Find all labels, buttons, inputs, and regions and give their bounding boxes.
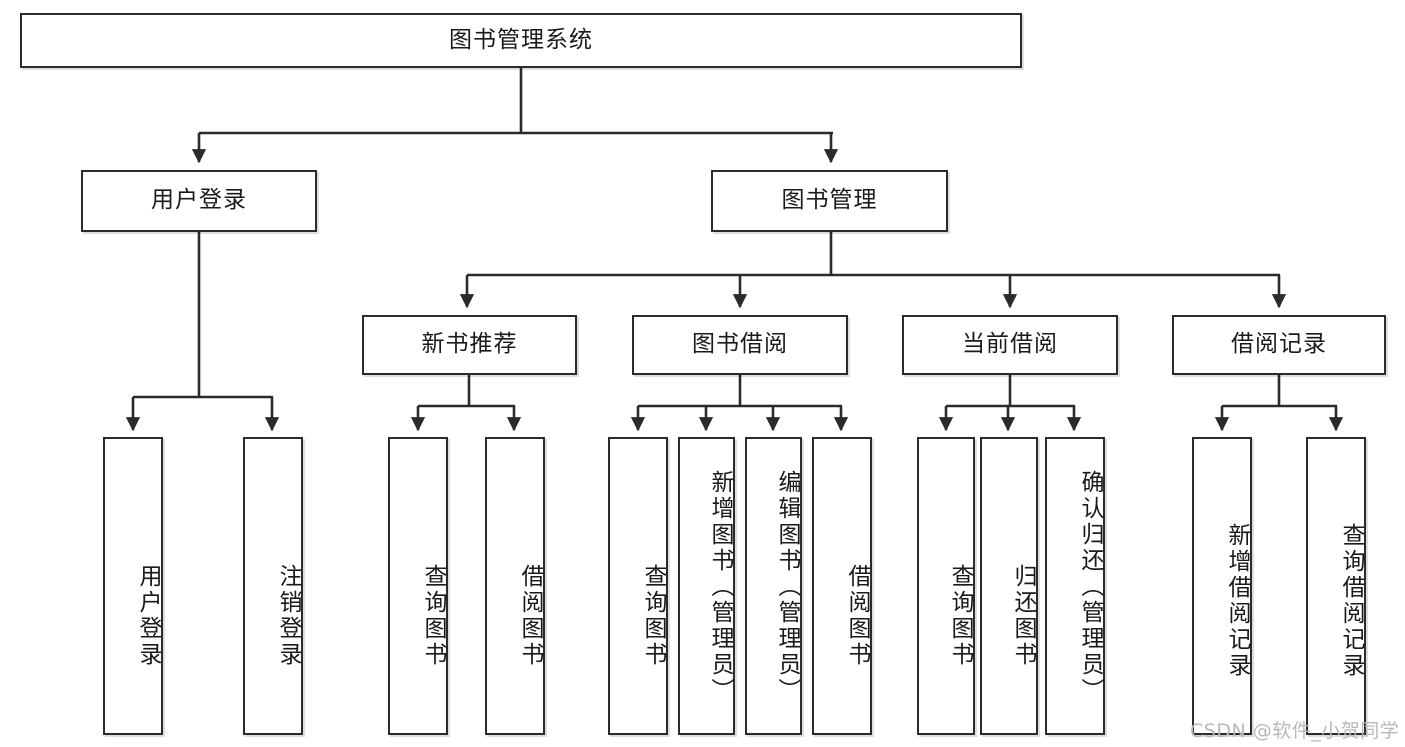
leaf-user-login[interactable]: 用户登录 (103, 437, 163, 735)
leaf-query-borrow-record[interactable]: 查询借阅记录 (1306, 437, 1366, 735)
node-label: 新增借阅记录 (1224, 523, 1250, 679)
node-label: 编辑图书（管理员） (774, 470, 800, 704)
leaf-add-book-admin[interactable]: 新增图书（管理员） (678, 437, 735, 735)
leaf-query-book-borrow[interactable]: 查询图书 (608, 437, 668, 735)
node-label: 图书借阅 (692, 331, 788, 358)
node-label: 用户登录 (151, 187, 247, 214)
leaf-borrow-book-recommend[interactable]: 借阅图书 (485, 437, 545, 735)
node-label: 归还图书 (1010, 564, 1036, 668)
leaf-confirm-return-admin[interactable]: 确认归还（管理员） (1045, 437, 1105, 735)
node-label: 用户登录 (135, 564, 161, 668)
node-borrow-record[interactable]: 借阅记录 (1172, 315, 1386, 375)
node-label: 借阅图书 (844, 564, 870, 668)
leaf-query-book-recommend[interactable]: 查询图书 (388, 437, 448, 735)
leaf-borrow-book-borrow[interactable]: 借阅图书 (812, 437, 872, 735)
csdn-watermark: CSDN @软件_小贺同学 (1190, 720, 1400, 742)
node-new-book-recommend[interactable]: 新书推荐 (362, 315, 577, 375)
node-label: 图书管理 (781, 187, 878, 214)
node-label: 借阅图书 (517, 564, 543, 668)
leaf-logout-login[interactable]: 注销登录 (243, 437, 303, 735)
node-label: 注销登录 (275, 564, 301, 668)
leaf-add-borrow-record[interactable]: 新增借阅记录 (1192, 437, 1252, 735)
leaf-edit-book-admin[interactable]: 编辑图书（管理员） (745, 437, 802, 735)
node-label: 查询图书 (640, 564, 666, 668)
node-label: 查询图书 (947, 564, 973, 668)
node-label: 确认归还（管理员） (1077, 470, 1103, 704)
node-label: 当前借阅 (962, 331, 1058, 358)
node-user-login[interactable]: 用户登录 (81, 170, 317, 232)
node-label: 借阅记录 (1231, 331, 1327, 358)
node-current-borrow[interactable]: 当前借阅 (902, 315, 1118, 375)
node-root-book-management-system[interactable]: 图书管理系统 (20, 13, 1022, 68)
leaf-return-book[interactable]: 归还图书 (980, 437, 1038, 735)
node-label: 查询图书 (420, 564, 446, 668)
node-label: 查询借阅记录 (1338, 523, 1364, 679)
node-book-management[interactable]: 图书管理 (711, 170, 948, 232)
node-label: 新增图书（管理员） (707, 470, 733, 704)
node-label: 图书管理系统 (449, 26, 593, 53)
node-book-borrow[interactable]: 图书借阅 (632, 315, 848, 375)
node-label: 新书推荐 (421, 331, 518, 358)
leaf-query-book-current[interactable]: 查询图书 (917, 437, 975, 735)
